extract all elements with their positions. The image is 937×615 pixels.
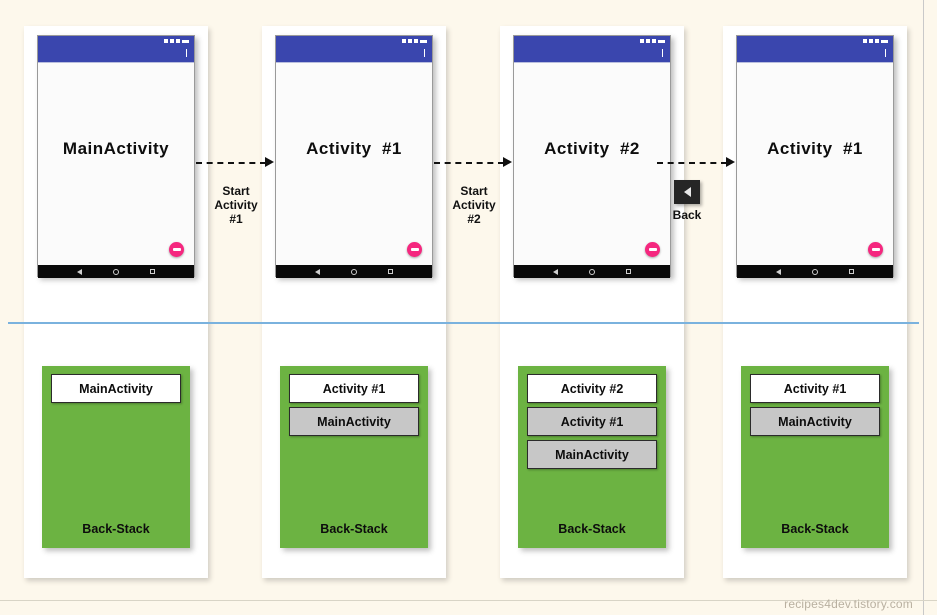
nav-back-icon[interactable] (77, 268, 83, 275)
stack-item: MainActivity (750, 407, 880, 436)
status-bar (38, 36, 194, 63)
overflow-menu-icon (662, 49, 663, 57)
back-stack-2: Activity #1 MainActivity Back-Stack (280, 366, 428, 548)
nav-recents-icon[interactable] (625, 269, 631, 274)
nav-back-icon[interactable] (776, 268, 782, 275)
stack-item: Activity #1 (289, 374, 419, 403)
back-stack-caption: Back-Stack (781, 522, 849, 536)
nav-back-icon[interactable] (315, 268, 321, 275)
status-indicators-icon (164, 39, 189, 43)
watermark: recipes4dev.tistory.com (784, 597, 913, 611)
status-indicators-icon (402, 39, 427, 43)
floating-action-button[interactable] (407, 242, 422, 257)
nav-recents-icon[interactable] (387, 269, 393, 274)
back-stack-caption: Back-Stack (82, 522, 150, 536)
nav-back-icon[interactable] (553, 268, 559, 275)
system-navigation-bar (737, 265, 893, 278)
screen-body: MainActivity (38, 63, 194, 265)
nav-home-icon[interactable] (588, 268, 595, 275)
nav-home-icon[interactable] (112, 268, 119, 275)
screen-body: Activity #2 (514, 63, 670, 265)
frame-bottom-edge (0, 600, 937, 601)
status-bar (514, 36, 670, 63)
back-stack-caption: Back-Stack (320, 522, 388, 536)
status-bar (276, 36, 432, 63)
floating-action-button[interactable] (169, 242, 184, 257)
system-navigation-bar (38, 265, 194, 278)
status-bar (737, 36, 893, 63)
screen-title: Activity #2 (544, 139, 640, 158)
transition-label-3: Back (672, 208, 702, 222)
screen-title: MainActivity (62, 139, 170, 158)
transition-label-2: Start Activity #2 (452, 184, 496, 226)
stack-item: Activity #1 (750, 374, 880, 403)
back-stack-3: Activity #2 Activity #1 MainActivity Bac… (518, 366, 666, 548)
transition-arrow-2-icon (434, 157, 514, 168)
back-button[interactable] (674, 180, 700, 204)
back-stack-caption: Back-Stack (558, 522, 626, 536)
phone-mockup-1: MainActivity (37, 35, 195, 278)
system-navigation-bar (514, 265, 670, 278)
overflow-menu-icon (885, 49, 886, 57)
frame-right-edge (923, 0, 924, 615)
nav-recents-icon[interactable] (149, 269, 155, 274)
section-divider (8, 322, 919, 324)
overflow-menu-icon (424, 49, 425, 57)
screen-body: Activity #1 (737, 63, 893, 265)
transition-label-1: Start Activity #1 (214, 184, 258, 226)
back-stack-4: Activity #1 MainActivity Back-Stack (741, 366, 889, 548)
floating-action-button[interactable] (868, 242, 883, 257)
back-stack-1: MainActivity Back-Stack (42, 366, 190, 548)
status-indicators-icon (640, 39, 665, 43)
screen-title: Activity #1 (767, 139, 863, 158)
nav-recents-icon[interactable] (848, 269, 854, 274)
system-navigation-bar (276, 265, 432, 278)
screen-body: Activity #1 (276, 63, 432, 265)
phone-mockup-3: Activity #2 (513, 35, 671, 278)
stack-item: MainActivity (51, 374, 181, 403)
transition-arrow-1-icon (196, 157, 276, 168)
transition-arrow-3-icon (657, 157, 737, 168)
stack-item: Activity #1 (527, 407, 657, 436)
phone-mockup-4: Activity #1 (736, 35, 894, 278)
screen-title: Activity #1 (306, 139, 402, 158)
status-indicators-icon (863, 39, 888, 43)
phone-mockup-2: Activity #1 (275, 35, 433, 278)
floating-action-button[interactable] (645, 242, 660, 257)
back-arrow-icon (683, 187, 691, 197)
nav-home-icon[interactable] (811, 268, 818, 275)
stack-item: MainActivity (527, 440, 657, 469)
stack-item: MainActivity (289, 407, 419, 436)
stack-item: Activity #2 (527, 374, 657, 403)
overflow-menu-icon (186, 49, 187, 57)
nav-home-icon[interactable] (350, 268, 357, 275)
